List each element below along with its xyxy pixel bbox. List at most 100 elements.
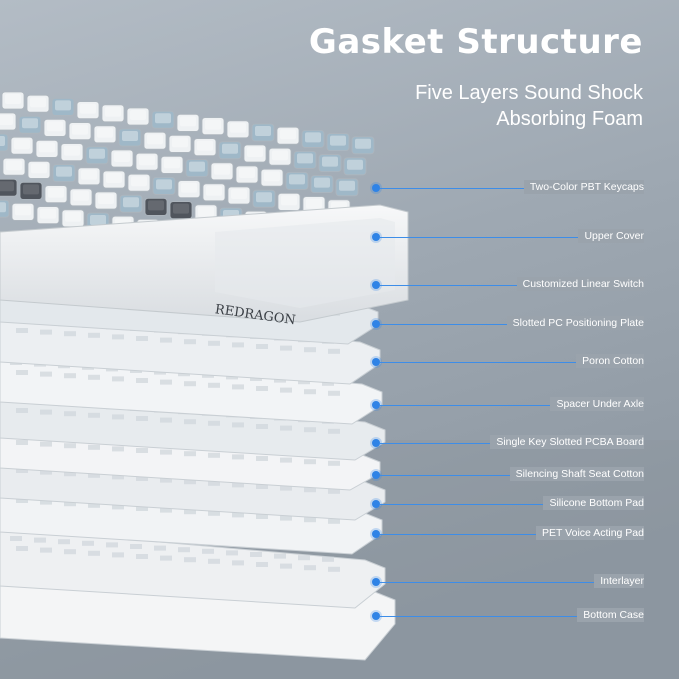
keycap-top — [206, 185, 222, 196]
plate-cutout — [232, 384, 244, 390]
keycap — [43, 119, 67, 137]
keycap — [35, 139, 59, 158]
callout-linear-switch: Customized Linear Switch — [372, 277, 644, 294]
keycap — [201, 117, 225, 135]
plate-cutout — [136, 448, 148, 453]
plate-cutout — [64, 501, 76, 507]
plate-cutout — [130, 544, 142, 549]
keycap — [68, 122, 92, 140]
keycap — [252, 189, 276, 208]
keycap-top — [305, 132, 321, 143]
keycap-top — [173, 203, 189, 214]
keycap — [293, 150, 317, 169]
keycap — [126, 107, 150, 126]
plate-cutout — [40, 499, 52, 505]
keycap-top — [222, 143, 238, 154]
plate-cutout — [58, 539, 70, 545]
plate-cutout — [256, 386, 268, 391]
keycap-top — [0, 136, 5, 146]
subtitle-line-1: Five Layers Sound Shock — [415, 82, 643, 104]
keycap-top — [322, 156, 338, 167]
keycap — [227, 186, 251, 205]
keycap — [202, 183, 226, 202]
plate-cutout — [64, 373, 76, 379]
keycap — [243, 144, 267, 163]
keycap — [176, 114, 200, 132]
callout-pcba-board: Single Key Slotted PCBA Board — [372, 435, 644, 452]
plate-cutout — [232, 560, 244, 566]
keycap — [101, 104, 125, 123]
plate-cutout — [184, 557, 196, 563]
callout-line — [380, 237, 644, 238]
plate-cutout — [328, 566, 340, 572]
plate-cutout — [16, 328, 28, 333]
callout-dot — [372, 471, 380, 479]
plate-cutout — [34, 537, 46, 543]
keycap — [110, 149, 134, 168]
keycap — [0, 199, 10, 218]
keycap-top — [97, 127, 113, 138]
plate-cutout — [88, 444, 100, 450]
plate-cutout — [112, 414, 124, 420]
plate-cutout — [304, 565, 316, 571]
keycap-top — [122, 131, 138, 141]
plate-cutout — [208, 480, 220, 486]
callout-poron-cotton: Poron Cotton — [372, 354, 644, 371]
plate-cutout — [304, 389, 316, 395]
keycap — [11, 202, 35, 221]
callout-pc-plate: Slotted PC Positioning Plate — [372, 316, 644, 333]
callout-label: Bottom Case — [577, 608, 644, 622]
keycap-top — [205, 119, 221, 130]
keycap — [127, 173, 151, 192]
keycap-top — [105, 106, 121, 117]
plate-cutout — [184, 451, 196, 457]
plate-cutout — [136, 378, 148, 383]
plate-cutout — [250, 552, 262, 557]
plate-cutout — [64, 411, 76, 417]
keycap-top — [39, 142, 55, 153]
keycap-top — [281, 195, 297, 206]
keycap-top — [40, 208, 56, 219]
keycap-top — [280, 129, 296, 140]
keycap — [251, 123, 275, 142]
plate-cutout — [280, 563, 292, 569]
keycap — [144, 197, 168, 216]
keycap — [210, 162, 234, 181]
plate-cutout — [154, 545, 166, 551]
keycap — [193, 138, 217, 157]
subtitle-line-2: Absorbing Foam — [496, 108, 643, 130]
plate-cutout — [184, 509, 196, 515]
callout-dot — [372, 320, 380, 328]
plate-cutout — [136, 554, 148, 559]
plate-cutout — [64, 443, 76, 449]
plate-cutout — [16, 498, 28, 503]
plate-cutout — [64, 471, 76, 477]
plate-cutout — [88, 374, 100, 380]
callout-line — [380, 405, 644, 406]
callout-label: PET Voice Acting Pad — [536, 526, 644, 540]
callout-dot — [372, 281, 380, 289]
plate-cutout — [16, 408, 28, 413]
keycap — [310, 175, 334, 194]
plate-cutout — [304, 427, 316, 433]
plate-cutout — [160, 417, 172, 423]
keycap-top — [31, 163, 47, 174]
plate-cutout — [280, 345, 292, 351]
plate-cutout — [136, 506, 148, 511]
keycap-top — [98, 194, 114, 204]
plate-cutout — [64, 549, 76, 555]
keycap-top — [247, 147, 263, 157]
plate-cutout — [328, 518, 340, 524]
plate-cutout — [184, 339, 196, 345]
keycap — [277, 192, 301, 211]
plate-cutout — [328, 390, 340, 396]
keycap-top — [264, 171, 280, 182]
keycap-top — [197, 140, 213, 151]
keycap — [151, 110, 175, 129]
keycap-top — [6, 160, 22, 171]
keycap-top — [56, 166, 72, 177]
keycap-top — [231, 189, 247, 199]
plate-cutout — [40, 329, 52, 335]
keycap — [26, 94, 50, 113]
keycap-top — [272, 150, 288, 161]
